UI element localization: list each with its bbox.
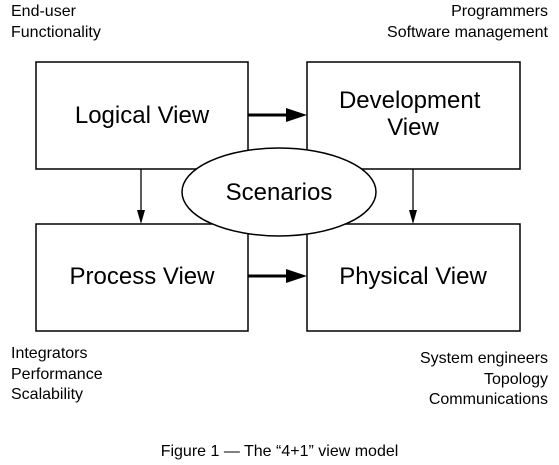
- figure-caption: Figure 1 — The “4+1” view model: [160, 443, 399, 460]
- physical-view-label: Physical View: [339, 263, 487, 290]
- development-view-line: View: [387, 114, 439, 141]
- physical-view-box: [306, 223, 521, 332]
- logical-to-development-arrow: [248, 108, 307, 122]
- annotation-line: End-user: [11, 3, 76, 20]
- logical-view-label: Logical View: [75, 102, 210, 129]
- system-engineers-annotation: System engineers Topology Communications: [420, 349, 548, 411]
- annotation-line: Programmers: [451, 3, 548, 20]
- scenarios-label: Scenarios: [226, 179, 333, 206]
- development-view-label: Development View: [339, 87, 487, 141]
- programmers-annotation: Programmers Software management: [387, 2, 548, 43]
- process-view-label: Process View: [70, 263, 216, 290]
- integrators-annotation: Integrators Performance Scalability: [11, 344, 103, 406]
- annotation-line: Performance: [11, 365, 103, 383]
- annotation-line: Functionality: [11, 23, 101, 41]
- annotation-line: Communications: [428, 391, 548, 408]
- end-user-annotation: End-user Functionality: [11, 2, 101, 43]
- development-to-physical-arrow: [409, 169, 417, 224]
- annotation-line: Topology: [483, 370, 548, 388]
- development-view-line: Development: [339, 87, 481, 114]
- annotation-line: Scalability: [11, 386, 84, 403]
- annotation-line: System engineers: [419, 350, 548, 367]
- development-view-box: [306, 61, 521, 170]
- annotation-line: Integrators: [11, 345, 88, 362]
- annotation-line: Software management: [387, 23, 548, 41]
- process-to-physical-arrow: [248, 269, 307, 283]
- logical-view-box: [35, 61, 249, 170]
- logical-to-process-arrow: [137, 169, 145, 224]
- scenarios-ellipse: [181, 147, 377, 237]
